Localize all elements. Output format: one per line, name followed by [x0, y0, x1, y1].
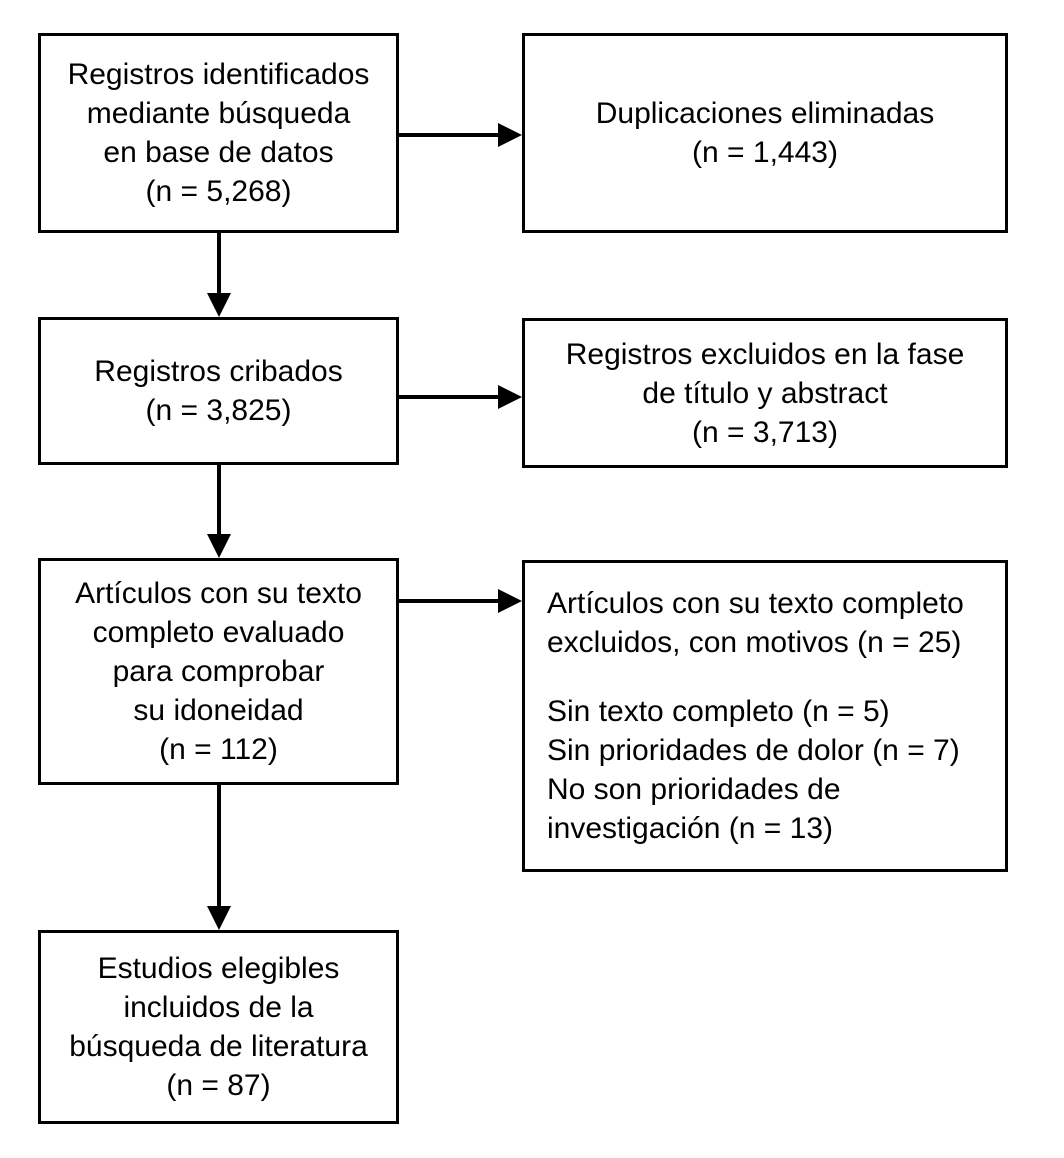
- node-excluded-title-abstract: Registros excluidos en la fase de título…: [522, 318, 1008, 468]
- node-records-screened: Registros cribados (n = 3,825): [38, 317, 399, 465]
- node-line: Registros identificados: [67, 58, 370, 91]
- node-line: incluidos de la: [123, 991, 314, 1024]
- node-line: su idoneidad: [133, 694, 304, 727]
- arrow-shaft: [399, 599, 498, 603]
- node-count: (n = 5,268): [145, 175, 292, 208]
- node-full-text-assessed: Artículos con su texto completo evaluado…: [38, 558, 399, 785]
- exclusion-reason: No son prioridades de: [547, 773, 841, 806]
- exclusion-reason: Sin prioridades de dolor (n = 7): [547, 734, 960, 767]
- node-line: en base de datos: [103, 136, 334, 169]
- node-line: búsqueda de literatura: [69, 1030, 368, 1063]
- node-line: de título y abstract: [642, 376, 888, 410]
- node-duplicates-removed: Duplicaciones eliminadas (n = 1,443): [522, 33, 1008, 233]
- node-count: (n = 112): [159, 733, 278, 766]
- arrow-head-down-icon: [207, 293, 231, 317]
- node-count: (n = 3,825): [145, 394, 292, 427]
- node-line: Duplicaciones eliminadas: [595, 97, 935, 130]
- node-count: (n = 87): [166, 1069, 271, 1102]
- exclusion-reason: Sin texto completo (n = 5): [547, 695, 890, 728]
- node-line: Registros cribados: [94, 355, 343, 388]
- node-excluded-full-text: Artículos con su texto completo excluido…: [522, 560, 1008, 872]
- node-count: (n = 1,443): [692, 136, 838, 169]
- node-line: Artículos con su texto completo: [547, 587, 964, 620]
- node-line: excluidos, con motivos (n = 25): [547, 626, 962, 659]
- arrow-shaft: [399, 133, 498, 137]
- arrow-shaft: [399, 395, 498, 399]
- node-line: Estudios elegibles: [97, 952, 340, 985]
- arrow-head-right-icon: [498, 123, 522, 147]
- node-line: Artículos con su texto: [75, 577, 362, 610]
- arrow-shaft: [217, 785, 221, 906]
- node-count: (n = 3,713): [692, 415, 838, 449]
- arrow-head-down-icon: [207, 906, 231, 930]
- arrow-head-right-icon: [498, 385, 522, 409]
- node-line: para comprobar: [112, 655, 325, 688]
- arrow-shaft: [217, 465, 221, 534]
- arrow-head-down-icon: [207, 534, 231, 558]
- node-records-identified: Registros identificados mediante búsqued…: [38, 33, 399, 233]
- node-line: completo evaluado: [92, 616, 345, 649]
- node-studies-included: Estudios elegibles incluidos de la búsqu…: [38, 930, 399, 1124]
- node-line: mediante búsqueda: [86, 97, 351, 130]
- exclusion-reason: investigación (n = 13): [547, 812, 833, 845]
- arrow-shaft: [217, 233, 221, 293]
- node-line: Registros excluidos en la fase: [565, 337, 965, 371]
- arrow-head-right-icon: [498, 589, 522, 613]
